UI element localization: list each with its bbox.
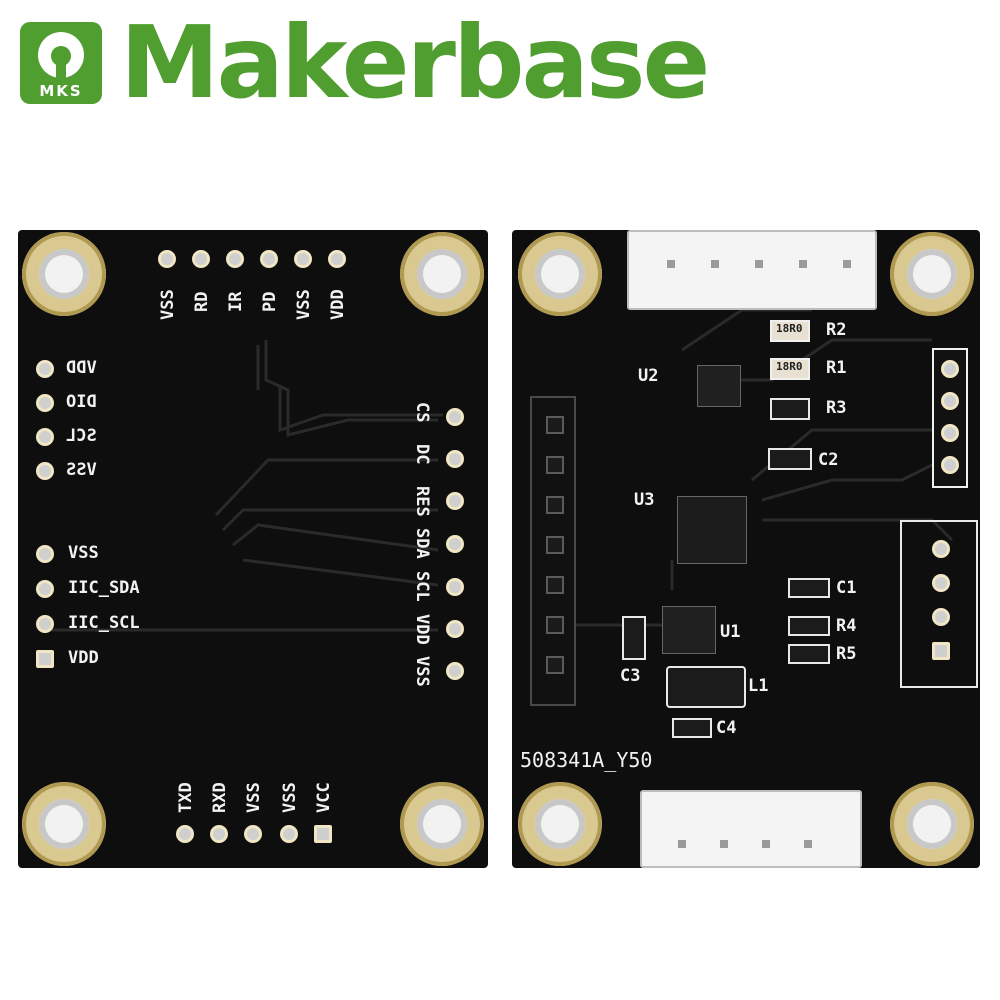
pin-label-mirrored: VDD [66, 358, 97, 378]
pin-pad [446, 535, 464, 553]
pin-label-right: SDA [412, 528, 432, 559]
connector-outline [900, 520, 978, 688]
pin-label-top: IR [226, 291, 246, 312]
pin-label-bottom: RXD [210, 782, 230, 813]
pin-pad [328, 250, 346, 268]
capacitor-c4 [672, 718, 712, 738]
chip-u1 [662, 606, 716, 654]
label-u1: U1 [720, 622, 741, 642]
mounting-hole [890, 782, 974, 866]
pin-pad [244, 825, 262, 843]
pin-label-top: VSS [294, 289, 314, 320]
label-c1: C1 [836, 578, 857, 598]
pin-pad [36, 580, 54, 598]
pin-label-mirrored: DIO [66, 392, 97, 412]
pin-pad [36, 462, 54, 480]
pin-label-right: SCL [412, 571, 432, 602]
pin-label-top: VDD [328, 289, 348, 320]
label-c3: C3 [620, 666, 641, 686]
pin-pad [36, 428, 54, 446]
label-r1: R1 [826, 358, 847, 378]
mounting-hole [400, 232, 484, 316]
mounting-hole [518, 782, 602, 866]
label-u3: U3 [634, 490, 655, 510]
makerbase-logo-icon: MKS [20, 22, 102, 104]
pin-pad [192, 250, 210, 268]
resistor-r3 [770, 398, 810, 420]
pin-pad [260, 250, 278, 268]
label-r5: R5 [836, 644, 857, 664]
pin-pad-square [314, 825, 332, 843]
pin-label-left: IIC_SCL [68, 613, 140, 633]
pin-header [530, 396, 576, 706]
bottom-jst-connector [640, 790, 862, 868]
mounting-hole [518, 232, 602, 316]
resistor-r4 [788, 616, 830, 636]
pcb-board-back: VSS RD IR PD VSS VDD VDD DIO SCL VSS VSS… [18, 230, 488, 868]
pin-label-left: IIC_SDA [68, 578, 140, 598]
pin-pad [36, 394, 54, 412]
pin-label-top: PD [260, 291, 280, 312]
pin-label-left: VSS [68, 543, 99, 563]
pin-pad [294, 250, 312, 268]
pin-pad [158, 250, 176, 268]
board-code: 508341A_Y50 [520, 748, 653, 772]
pin-label-mirrored: SCL [66, 426, 97, 446]
label-c4: C4 [716, 718, 737, 738]
pin-label-right: VSS [412, 656, 432, 687]
pin-label-right: DC [412, 444, 432, 465]
pin-pad [36, 360, 54, 378]
chip-u2 [697, 365, 741, 407]
pin-label-mirrored: VSS [66, 460, 97, 480]
pin-header-right [932, 348, 968, 488]
label-c2: C2 [818, 450, 839, 470]
label-r2: R2 [826, 320, 847, 340]
label-l1: L1 [748, 676, 769, 696]
capacitor-c2 [768, 448, 812, 470]
pin-label-bottom: VSS [244, 782, 264, 813]
pin-label-top: VSS [158, 289, 178, 320]
pin-pad [36, 545, 54, 563]
capacitor-c1 [788, 578, 830, 598]
pcb-board-front: U2 18R0 R2 18R0 R1 R3 C2 U3 C1 U1 R4 R5 … [512, 230, 980, 868]
pin-pad [446, 620, 464, 638]
pin-pad [446, 450, 464, 468]
label-u2: U2 [638, 366, 659, 386]
label-r3: R3 [826, 398, 847, 418]
pin-label-top: RD [192, 291, 212, 312]
pin-pad [210, 825, 228, 843]
resistor-r5 [788, 644, 830, 664]
pin-pad [446, 662, 464, 680]
pin-label-right: CS [412, 402, 432, 423]
pin-pad [446, 578, 464, 596]
pin-pad [226, 250, 244, 268]
pin-label-bottom: VSS [280, 782, 300, 813]
pin-pad-square [36, 650, 54, 668]
pin-label-right: VDD [412, 614, 432, 645]
pcb-traces [48, 340, 443, 632]
pin-pad [176, 825, 194, 843]
top-jst-connector [627, 230, 877, 310]
chip-u3 [677, 496, 747, 564]
resistor-r2: 18R0 [770, 320, 810, 342]
mounting-hole [22, 782, 106, 866]
pin-pad [446, 492, 464, 510]
brand-name: Makerbase [120, 4, 710, 121]
logo-mark-text: MKS [39, 82, 83, 100]
resistor-r1: 18R0 [770, 358, 810, 380]
mounting-hole [400, 782, 484, 866]
pin-label-bottom: VCC [314, 782, 334, 813]
pin-label-right: RES [412, 486, 432, 517]
pin-pad [446, 408, 464, 426]
pin-pad [280, 825, 298, 843]
pin-label-bottom: TXD [176, 782, 196, 813]
capacitor-c3 [622, 616, 646, 660]
mounting-hole [890, 232, 974, 316]
pin-pad [36, 615, 54, 633]
mounting-hole [22, 232, 106, 316]
inductor-l1 [666, 666, 746, 708]
pin-label-left: VDD [68, 648, 99, 668]
label-r4: R4 [836, 616, 857, 636]
